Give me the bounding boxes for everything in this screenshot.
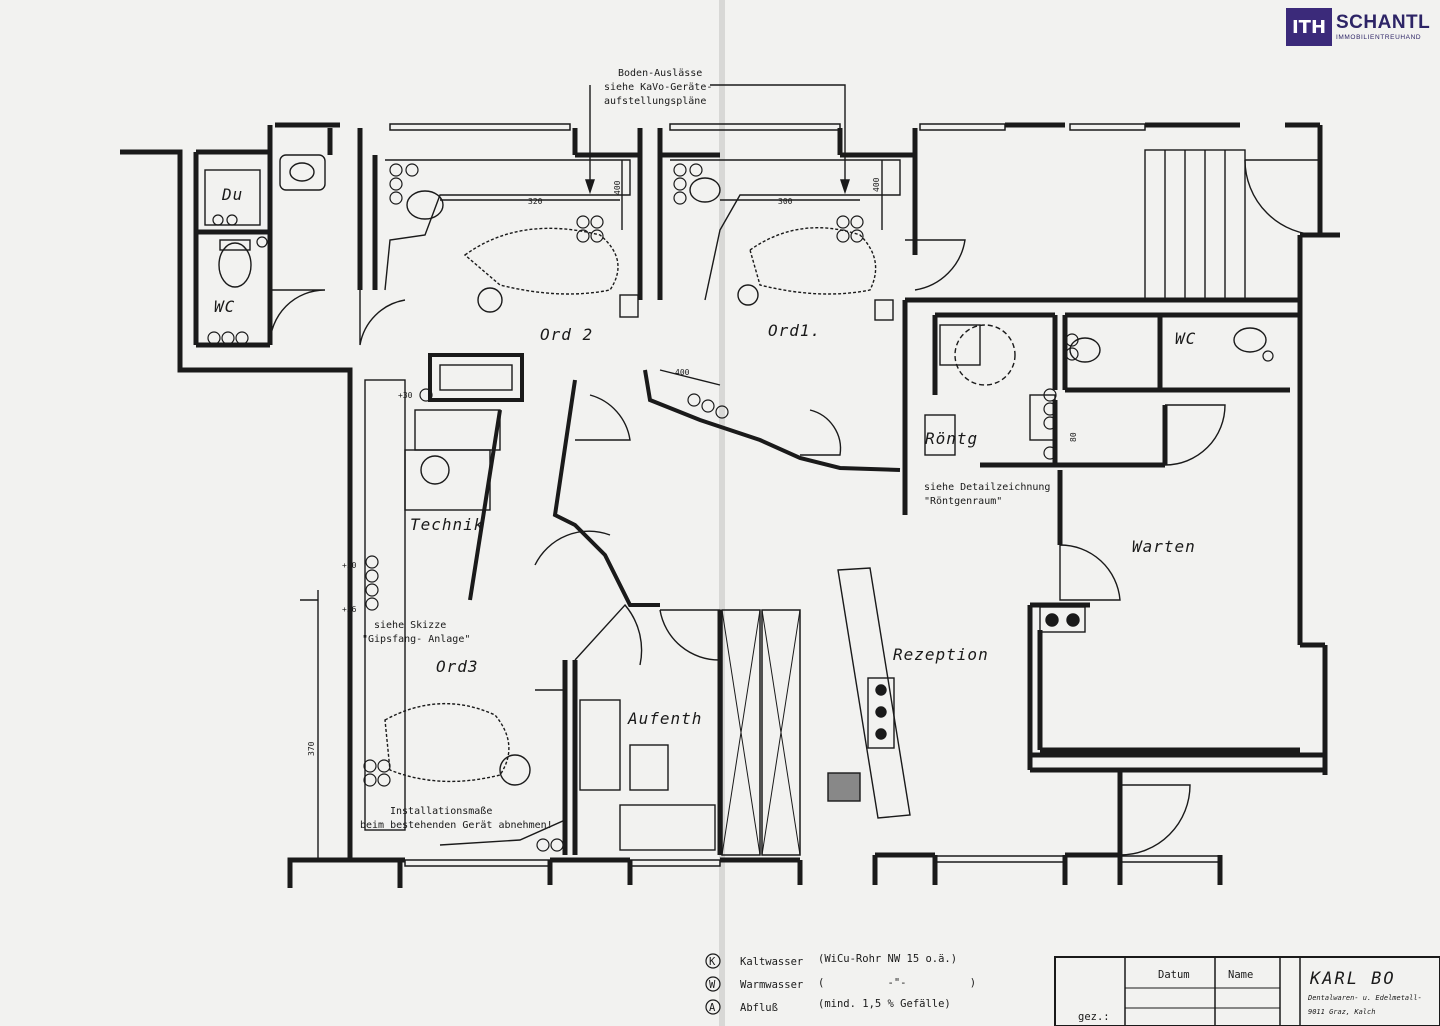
label-wc-right: WC	[1175, 329, 1196, 348]
doors-and-fixtures	[204, 84, 1321, 860]
note-skizze-1: siehe Skizze	[374, 620, 446, 631]
title-name: Name	[1228, 969, 1253, 981]
walls	[120, 122, 1340, 888]
label-du: Du	[221, 185, 243, 204]
legend-name-kaltwasser: Kaltwasser	[740, 956, 803, 968]
label-technik: Technik	[410, 515, 484, 534]
dim-400-a: 400	[613, 180, 622, 195]
dim-80: 80	[1069, 432, 1078, 442]
title-block-text: gez.: Datum Name KARL BO Dentalwaren- u.…	[1078, 969, 1422, 1023]
legend-text: K W A Kaltwasser Warmwasser Abfluß (WiCu…	[709, 953, 976, 1014]
note-boden-1: Boden-Auslässe	[618, 68, 702, 79]
dim-130: +30	[398, 391, 413, 400]
label-ord1: Ord1.	[768, 321, 821, 340]
title-company: KARL BO	[1309, 969, 1396, 989]
title-line2: 9011 Graz, Kalch	[1308, 1008, 1375, 1016]
dim-320: 320	[528, 197, 543, 206]
legend-spec-warmwasser: ( -"- )	[818, 977, 976, 989]
title-block	[1054, 956, 1440, 1026]
note-boden-3: aufstellungspläne	[604, 96, 706, 107]
label-aufenth: Aufenth	[627, 709, 702, 728]
legend-spec-kaltwasser: (WiCu-Rohr NW 15 o.ä.)	[818, 953, 957, 965]
label-wc-left: WC	[214, 297, 235, 316]
legend	[705, 953, 721, 1015]
room-labels: Du WC Ord 2 Ord1. Röntg WC Technik Warte…	[214, 185, 1196, 728]
note-install-1: Installationsmaße	[390, 806, 492, 817]
brand-logo-mark: ITH	[1286, 8, 1332, 46]
label-rezeption: Rezeption	[893, 645, 989, 664]
legend-name-warmwasser: Warmwasser	[740, 979, 803, 991]
note-skizze-2: "Gipsfang- Anlage"	[362, 634, 470, 645]
brand-tagline: IMMOBILIENTREUHAND	[1336, 34, 1422, 41]
label-roentg: Röntg	[925, 429, 978, 448]
note-install-2: beim bestehenden Gerät abnehmen!	[360, 820, 553, 831]
dimension-labels: 320 400 300 400 400 80 +30 +50 +36 370	[307, 177, 1078, 756]
legend-symbol-warmwasser	[705, 976, 721, 992]
label-warten: Warten	[1132, 537, 1196, 556]
title-gez: gez.:	[1078, 1011, 1110, 1023]
legend-symbol-k: K	[709, 956, 716, 968]
legend-name-abfluss: Abfluß	[740, 1002, 778, 1014]
note-detail-2: "Röntgenraum"	[924, 496, 1002, 507]
title-line1: Dentalwaren- u. Edelmetall-	[1307, 994, 1422, 1002]
dim-400-c: 400	[675, 368, 690, 377]
label-ord2: Ord 2	[540, 325, 593, 344]
dim-300: 300	[778, 197, 793, 206]
label-ord3: Ord3	[436, 657, 479, 676]
connection-symbols	[207, 163, 1274, 852]
dim-436: +36	[342, 605, 357, 614]
note-detail-1: siehe Detailzeichnung	[924, 482, 1050, 493]
legend-symbol-abfluss	[705, 999, 721, 1015]
legend-symbol-w: W	[709, 979, 716, 991]
brand-name: SCHANTL	[1336, 12, 1431, 33]
dim-370: 370	[307, 741, 316, 756]
note-boden-2: siehe KaVo-Geräte-	[604, 82, 712, 93]
title-datum: Datum	[1158, 969, 1190, 981]
dim-450: +50	[342, 561, 357, 570]
legend-spec-abfluss: (mind. 1,5 % Gefälle)	[818, 998, 951, 1010]
legend-symbol-a: A	[709, 1002, 716, 1014]
dim-400-b: 400	[872, 177, 881, 192]
annotations: Boden-Auslässe siehe KaVo-Geräte- aufste…	[360, 68, 1050, 831]
legend-symbol-kaltwasser	[705, 953, 721, 969]
